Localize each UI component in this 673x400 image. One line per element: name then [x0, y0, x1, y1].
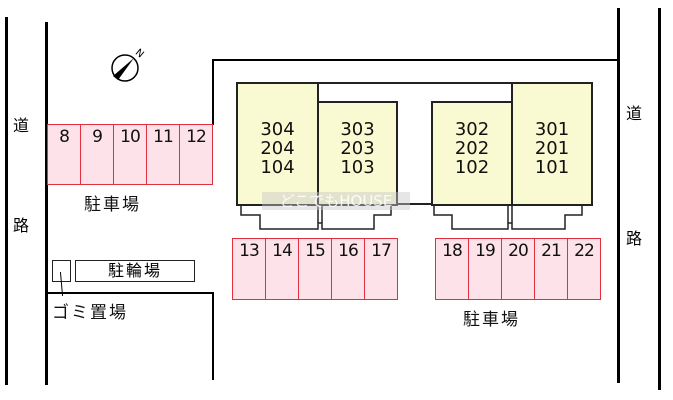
unit-number: 104 [260, 157, 295, 178]
unit-number: 301 [534, 119, 570, 140]
building-unit-02[interactable]: 302 202 102 [431, 101, 513, 206]
unit-number: 302 [454, 119, 490, 140]
unit-number: 101 [534, 157, 570, 178]
building-unit-04[interactable]: 304 204 104 [236, 82, 319, 206]
road-label-right-2: 路 [626, 229, 643, 248]
parking-space[interactable]: 16 [332, 239, 365, 299]
road-label-left-1: 道 [13, 116, 30, 135]
parking-lot-bottom-right: 18 19 20 21 22 [435, 238, 601, 300]
building-connector [316, 82, 513, 103]
unit-number: 103 [340, 157, 375, 178]
parking-lot-top: 8 9 10 11 12 [47, 124, 213, 185]
parking-space[interactable]: 11 [147, 125, 180, 184]
road-line-right-inner [617, 8, 620, 383]
parking-space[interactable]: 8 [48, 125, 81, 184]
road-line-left-outer [5, 17, 8, 385]
parking-space[interactable]: 14 [266, 239, 299, 299]
unit-number: 202 [454, 138, 490, 159]
parking-label-top: 駐車場 [84, 195, 141, 215]
parking-space[interactable]: 15 [299, 239, 332, 299]
parking-lot-bottom-left: 13 14 15 16 17 [232, 238, 398, 300]
unit-number: 204 [260, 138, 295, 159]
garbage-area-label: ゴミ置場 [52, 303, 128, 323]
road-line-left-inner [45, 22, 48, 385]
parking-space[interactable]: 17 [371, 241, 392, 261]
north-compass-icon: N [111, 47, 146, 82]
boundary-top [212, 59, 618, 61]
unit-number: 201 [534, 138, 570, 159]
unit-number: 102 [454, 157, 490, 178]
road-label-left-2: 路 [13, 216, 30, 235]
balconies [240, 205, 583, 230]
boundary-bottom-left [212, 292, 214, 380]
unit-number: 303 [340, 119, 375, 140]
parking-space[interactable]: 22 [574, 241, 595, 261]
parking-space[interactable]: 13 [233, 239, 266, 299]
parking-space[interactable]: 19 [469, 239, 502, 299]
road-label-right-1: 道 [626, 104, 643, 123]
parking-space[interactable]: 9 [81, 125, 114, 184]
building-unit-01[interactable]: 301 201 101 [511, 82, 593, 206]
road-line-right-outer [658, 8, 661, 390]
parking-space[interactable]: 18 [436, 239, 469, 299]
bicycle-parking-box[interactable]: 駐輪場 [75, 260, 195, 282]
building-gap [396, 101, 433, 205]
parking-space[interactable]: 21 [535, 239, 568, 299]
parking-label-bottom: 駐車場 [463, 310, 520, 330]
parking-space[interactable]: 12 [186, 127, 207, 147]
unit-number: 203 [340, 138, 375, 159]
parking-space[interactable]: 10 [114, 125, 147, 184]
building-unit-03[interactable]: 303 203 103 [317, 101, 398, 206]
watermark: どこでもHOUSE [262, 192, 410, 210]
parking-space[interactable]: 20 [502, 239, 535, 299]
boundary-top-left [212, 59, 214, 125]
unit-number: 304 [260, 119, 295, 140]
boundary-bottom [46, 292, 214, 294]
